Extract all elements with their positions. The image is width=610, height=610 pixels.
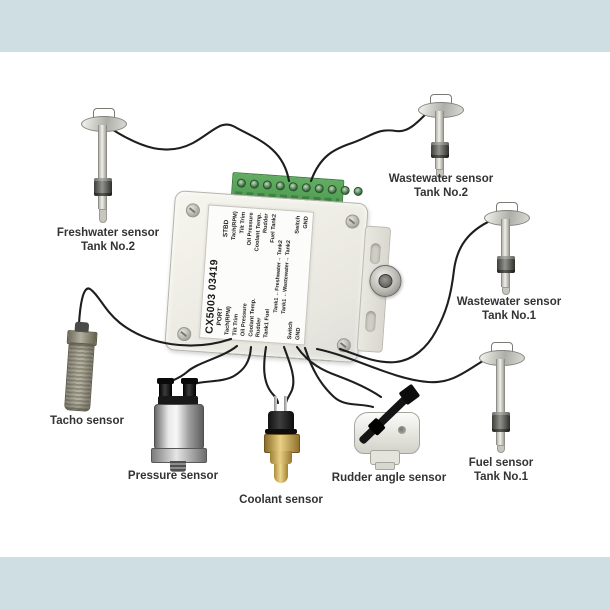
sensor-taper	[270, 451, 292, 464]
sensor-lip	[265, 429, 297, 434]
terminal-screw	[288, 181, 299, 192]
coolant-sensor	[260, 396, 304, 492]
sensor-tube	[496, 359, 505, 445]
sensor-tip	[502, 287, 510, 295]
tacho-sensor	[59, 321, 101, 415]
flange-slot	[369, 242, 382, 265]
terminal-screw	[236, 177, 247, 188]
sensor-body	[64, 342, 95, 412]
sensor-tip	[497, 445, 505, 453]
sensor-tip	[274, 464, 288, 483]
terminal-screw	[353, 186, 363, 196]
rudder-angle-sensor	[348, 374, 428, 470]
wastewater-tank1-label: Wastewater sensor Tank No.1	[456, 296, 562, 322]
terminal-screw	[314, 183, 325, 193]
coolant-sensor-label: Coolant sensor	[239, 494, 323, 506]
port-header: PORT	[215, 307, 225, 326]
top-band	[0, 0, 610, 52]
terminal-post	[181, 378, 198, 398]
fuel-sensor-label: Fuel sensor Tank No.1	[468, 457, 534, 483]
freshwater-sensor-label: Freshwater sensor Tank No.2	[56, 227, 160, 253]
sensor-foot	[375, 462, 395, 470]
pressure-sensor-label: Pressure sensor	[127, 470, 219, 482]
sensor-float	[431, 142, 449, 158]
sensor-tip	[99, 209, 107, 223]
pressure-sensor	[150, 376, 207, 476]
terminal-screw	[275, 180, 286, 191]
wastewater-tank2-label: Wastewater sensor Tank No.2	[388, 173, 494, 199]
rudder-sensor-label: Rudder angle sensor	[331, 472, 447, 484]
sensor-hole	[398, 426, 406, 434]
bottom-band	[0, 557, 610, 610]
wire-wastewater-tank2	[309, 108, 432, 183]
sensor-top	[158, 396, 198, 406]
terminal-screw	[327, 184, 338, 194]
terminal-prong	[284, 396, 287, 413]
sensor-body	[154, 404, 204, 450]
flange-slot	[364, 310, 377, 333]
terminal-post	[157, 378, 174, 398]
sensor-float	[492, 412, 510, 432]
sensor-cap	[268, 411, 294, 430]
terminal-screw	[262, 179, 273, 190]
sensor-stud	[170, 461, 186, 472]
sensor-tube	[501, 219, 510, 287]
sensor-tip	[436, 169, 444, 178]
terminal-screw	[249, 178, 260, 189]
sensor-float	[94, 178, 112, 196]
terminal-screw	[301, 182, 312, 193]
sensor-float	[497, 256, 515, 273]
tacho-sensor-label: Tacho sensor	[50, 415, 124, 427]
terminal-screw	[340, 185, 350, 195]
terminal-prong	[274, 396, 277, 413]
sensor-tube	[435, 111, 444, 169]
device-label: CX5003 03419 PORT STBD Tach(RPM)Tach(RPM…	[199, 204, 315, 346]
stbd-header: STBD	[222, 219, 231, 238]
sensor-tube	[98, 125, 107, 209]
